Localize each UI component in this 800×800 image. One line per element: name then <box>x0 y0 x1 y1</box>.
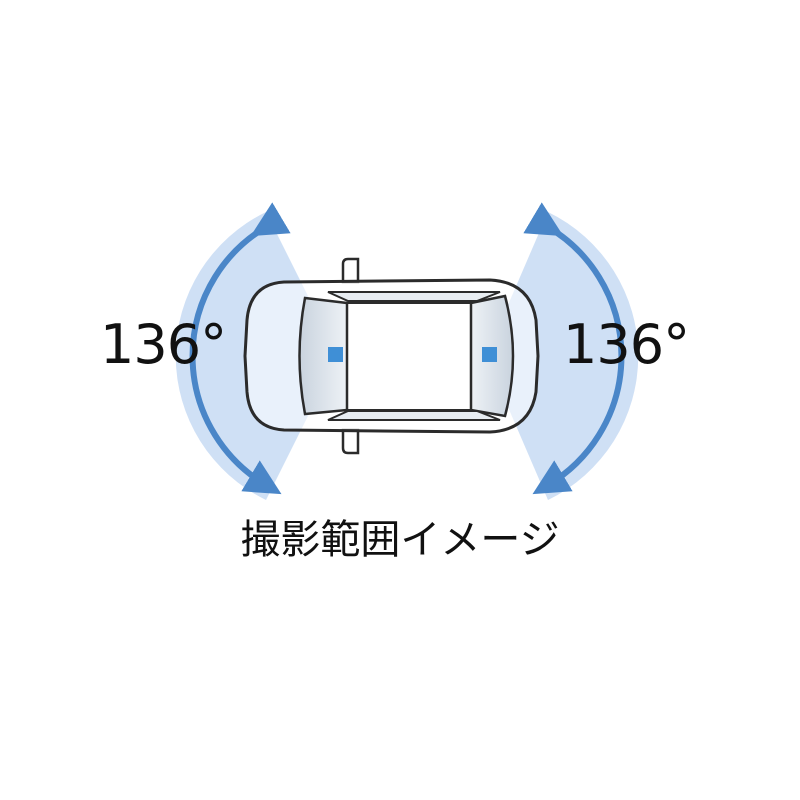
rear-camera-icon <box>328 347 343 362</box>
rear-angle-label: 136° <box>100 313 227 376</box>
front-angle-arrow <box>523 202 625 495</box>
right-mirror <box>341 428 360 455</box>
left-mirror <box>341 257 360 284</box>
front-angle-label: 136° <box>563 313 690 376</box>
caption: 撮影範囲イメージ <box>240 517 560 563</box>
rear-angle-arrow <box>189 202 291 495</box>
roof-bottom-rail <box>327 410 501 421</box>
rear-window <box>298 296 349 416</box>
roof-top-rail <box>327 291 501 302</box>
front-camera-icon <box>482 347 497 362</box>
